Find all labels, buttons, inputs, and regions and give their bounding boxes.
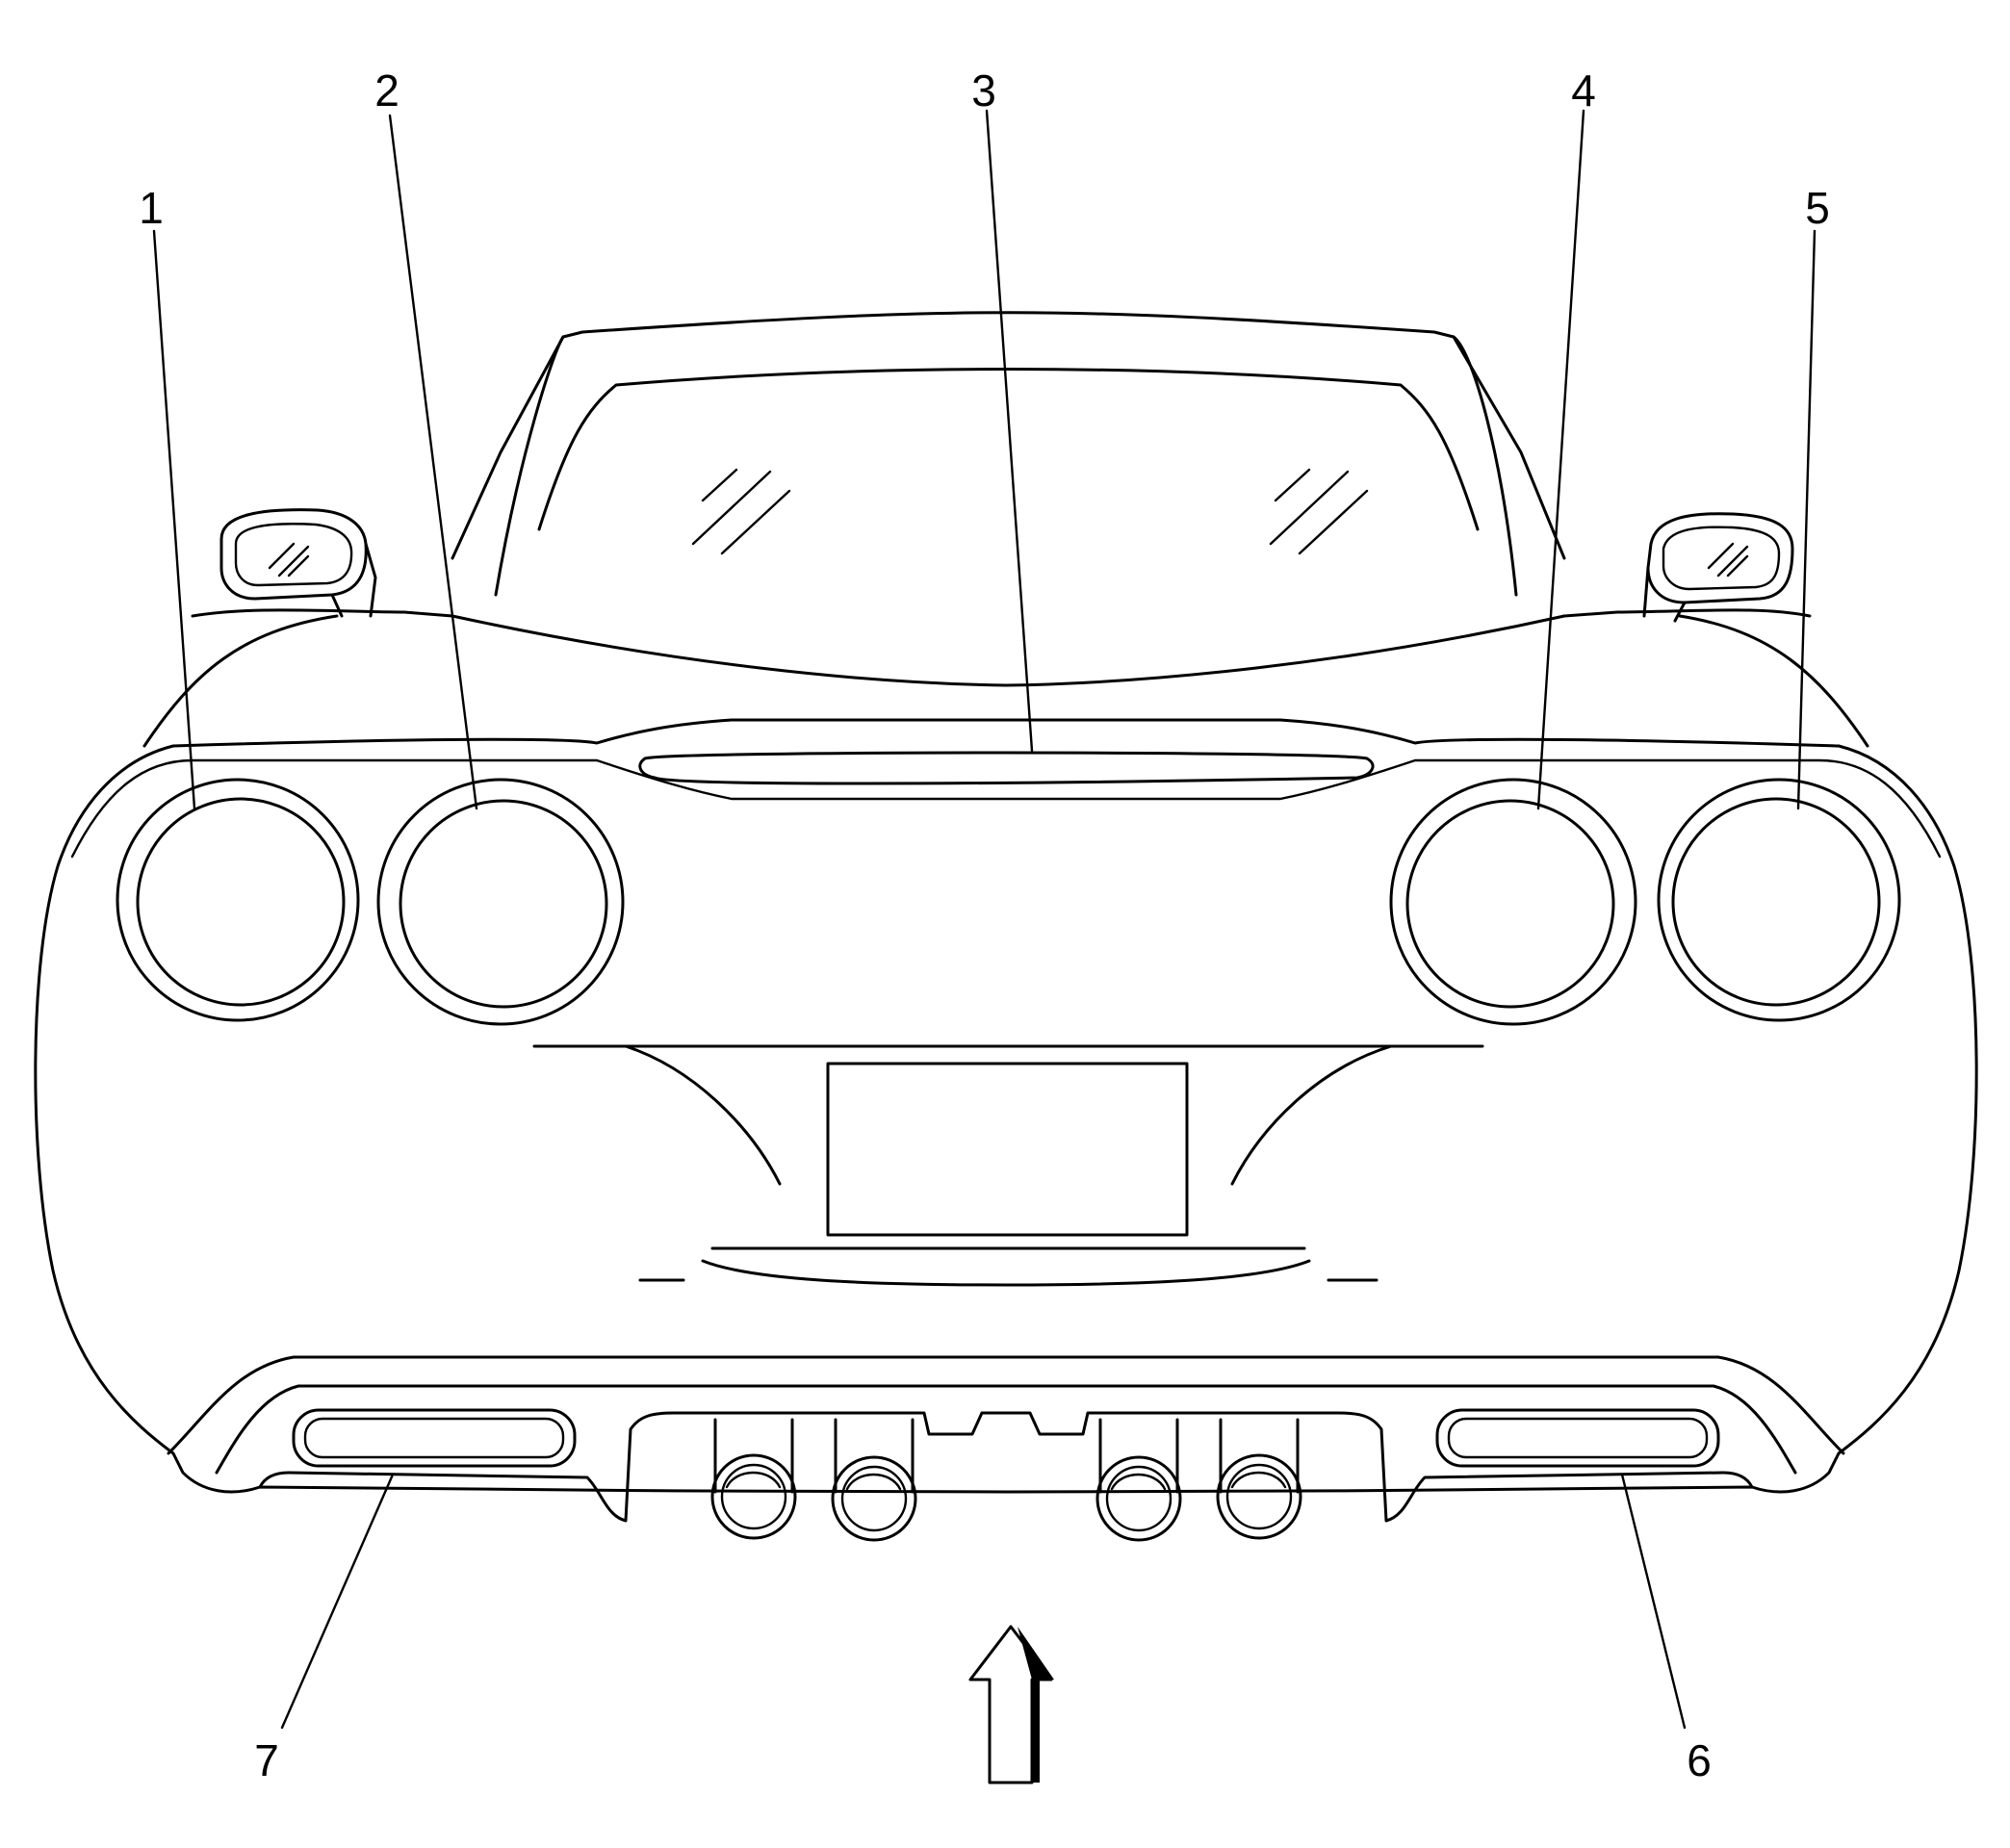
mirror-right bbox=[1646, 512, 1794, 604]
exhaust-tip-3-shade bbox=[1110, 1473, 1167, 1491]
plate-recess-left-arc bbox=[624, 1044, 782, 1186]
exhaust-tip-1-inner bbox=[720, 1463, 787, 1530]
diffuser-lower-left bbox=[258, 1411, 984, 1523]
exhaust-tips bbox=[710, 1418, 1302, 1542]
tail-lamp-1-inner bbox=[136, 797, 346, 1007]
tail-lamp-2-outer bbox=[376, 778, 625, 1026]
fender-right bbox=[1678, 614, 1869, 748]
reflector-right-outer bbox=[1435, 1408, 1720, 1468]
diffuser-lower-right bbox=[980, 1411, 1754, 1523]
reflector-left-inner bbox=[303, 1417, 565, 1459]
body-outline bbox=[34, 744, 1978, 1494]
callout-7: 7 bbox=[254, 1735, 279, 1785]
exhaust-tip-2-inner bbox=[840, 1465, 908, 1532]
callout-3: 3 bbox=[971, 65, 996, 116]
exhaust-tip-3-outer bbox=[1095, 1455, 1182, 1542]
window-base bbox=[451, 614, 1566, 687]
reflector-right-inner bbox=[1447, 1417, 1709, 1459]
roof-line bbox=[494, 311, 1518, 597]
rear-fascia-lower bbox=[167, 1355, 1845, 1523]
leader-4 bbox=[1536, 109, 1585, 810]
exhaust-tip-3-inner bbox=[1105, 1465, 1172, 1532]
deck-top bbox=[191, 608, 1812, 618]
mirror-left-inner bbox=[234, 523, 353, 587]
up-arrow-icon bbox=[968, 1625, 1053, 1784]
tail-lamp-2-inner bbox=[399, 799, 608, 1009]
leader-6 bbox=[1620, 1473, 1687, 1730]
leader-5 bbox=[1796, 229, 1817, 810]
mirror-left-hatch bbox=[268, 542, 310, 578]
mirror-right-inner bbox=[1662, 526, 1781, 591]
leader-7 bbox=[280, 1473, 395, 1730]
leader-1 bbox=[152, 229, 196, 810]
exhaust-tip-4-inner bbox=[1225, 1463, 1293, 1530]
leader-lines bbox=[152, 109, 1817, 1730]
rear-window-outline bbox=[537, 368, 1480, 531]
up-arrow-icon-shadow bbox=[1018, 1627, 1054, 1783]
glass-reflection-left bbox=[691, 468, 791, 555]
callout-5: 5 bbox=[1805, 183, 1830, 233]
exhaust-tip-2-outer bbox=[831, 1455, 917, 1542]
exhaust-tip-1-outer bbox=[710, 1453, 797, 1540]
tail-lamp-5-outer bbox=[1657, 778, 1901, 1022]
leader-2 bbox=[388, 114, 478, 810]
callout-2: 2 bbox=[374, 65, 399, 116]
callout-4: 4 bbox=[1571, 65, 1596, 116]
callout-6: 6 bbox=[1687, 1735, 1712, 1785]
exhaust-tip-1-shade bbox=[725, 1471, 782, 1489]
exhaust-tip-4-shade bbox=[1230, 1471, 1287, 1489]
body-side-left bbox=[70, 758, 1942, 859]
leader-3 bbox=[985, 109, 1034, 753]
exhaust-tip-2-shade bbox=[845, 1473, 902, 1491]
tail-lamp-4-inner bbox=[1405, 799, 1615, 1009]
view-direction-arrow bbox=[968, 1625, 1054, 1784]
tail-lamp-4-outer bbox=[1389, 778, 1637, 1026]
third-brake-light bbox=[638, 751, 1375, 785]
diffuser-inner bbox=[215, 1384, 1797, 1475]
fender-left bbox=[142, 614, 339, 748]
plate-lower-arc bbox=[701, 1259, 1311, 1287]
reflector-left-outer bbox=[292, 1408, 577, 1468]
tail-lamp-1-outer bbox=[116, 778, 360, 1022]
mirror-right-hatch bbox=[1707, 542, 1749, 578]
license-plate-area bbox=[532, 1044, 1484, 1287]
license-plate bbox=[826, 1062, 1189, 1237]
callout-1: 1 bbox=[139, 183, 164, 233]
pillar-right bbox=[1452, 335, 1566, 560]
tail-lamps bbox=[116, 778, 1901, 1026]
pillar-left bbox=[451, 335, 565, 560]
mirror-left-stalk bbox=[330, 542, 377, 618]
glass-reflection-right bbox=[1269, 468, 1369, 555]
exhaust-tip-4-outer bbox=[1216, 1453, 1302, 1540]
body-upper-panel bbox=[171, 718, 1841, 748]
tail-lamp-5-inner bbox=[1671, 797, 1881, 1007]
diffuser-outline bbox=[167, 1355, 1845, 1455]
plate-recess-right-arc bbox=[1230, 1044, 1393, 1186]
car-outline bbox=[34, 311, 1978, 1494]
callout-labels: 1 2 3 4 5 6 7 bbox=[139, 65, 1830, 1785]
